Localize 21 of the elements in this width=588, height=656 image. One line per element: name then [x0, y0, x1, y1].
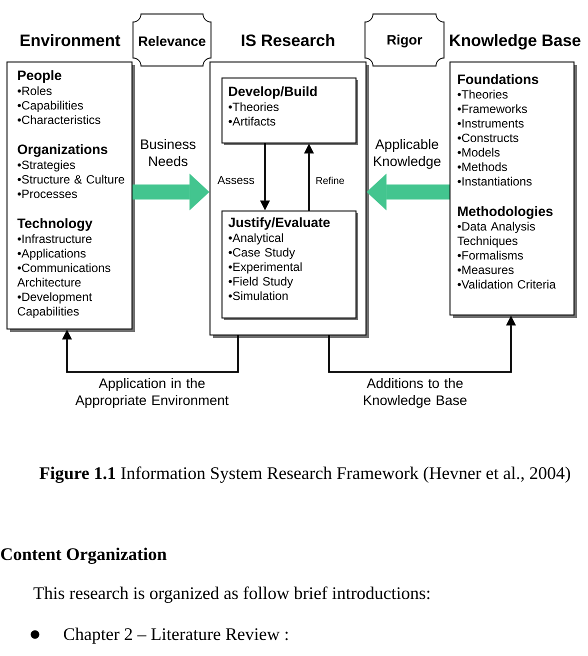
elbow-arrow	[328, 316, 516, 373]
arrow	[304, 144, 314, 210]
column-heading: Knowledge Base	[450, 34, 580, 50]
column-heading: Environment	[20, 34, 120, 46]
edge-label: Applicable Knowledge	[374, 139, 440, 169]
plaque-label: Relevance	[132, 14, 212, 66]
edge-label: Assess	[217, 176, 254, 184]
list-item: Chapter 2 – Literature Review :	[64, 628, 288, 644]
figure-caption: Figure 1.1 Information System Research Framework (Hevner et al., 2004)	[40, 466, 570, 483]
edge-label: Refine	[316, 176, 344, 184]
arrow	[260, 144, 270, 210]
block-arrow	[132, 174, 210, 210]
plaque-label: Rigor	[364, 14, 444, 66]
block-arrow	[366, 174, 450, 210]
column-heading: IS Research	[242, 34, 334, 46]
elbow-arrow	[62, 330, 239, 373]
edge-label: Additions to the Knowledge Base	[364, 378, 467, 408]
edge-label: Application in the Appropriate Environment	[75, 378, 229, 408]
body-text: This research is organized as follow brief introductions:	[34, 586, 430, 603]
section-title: Content Organization	[1, 548, 167, 564]
edge-label: Business Needs	[141, 139, 196, 166]
